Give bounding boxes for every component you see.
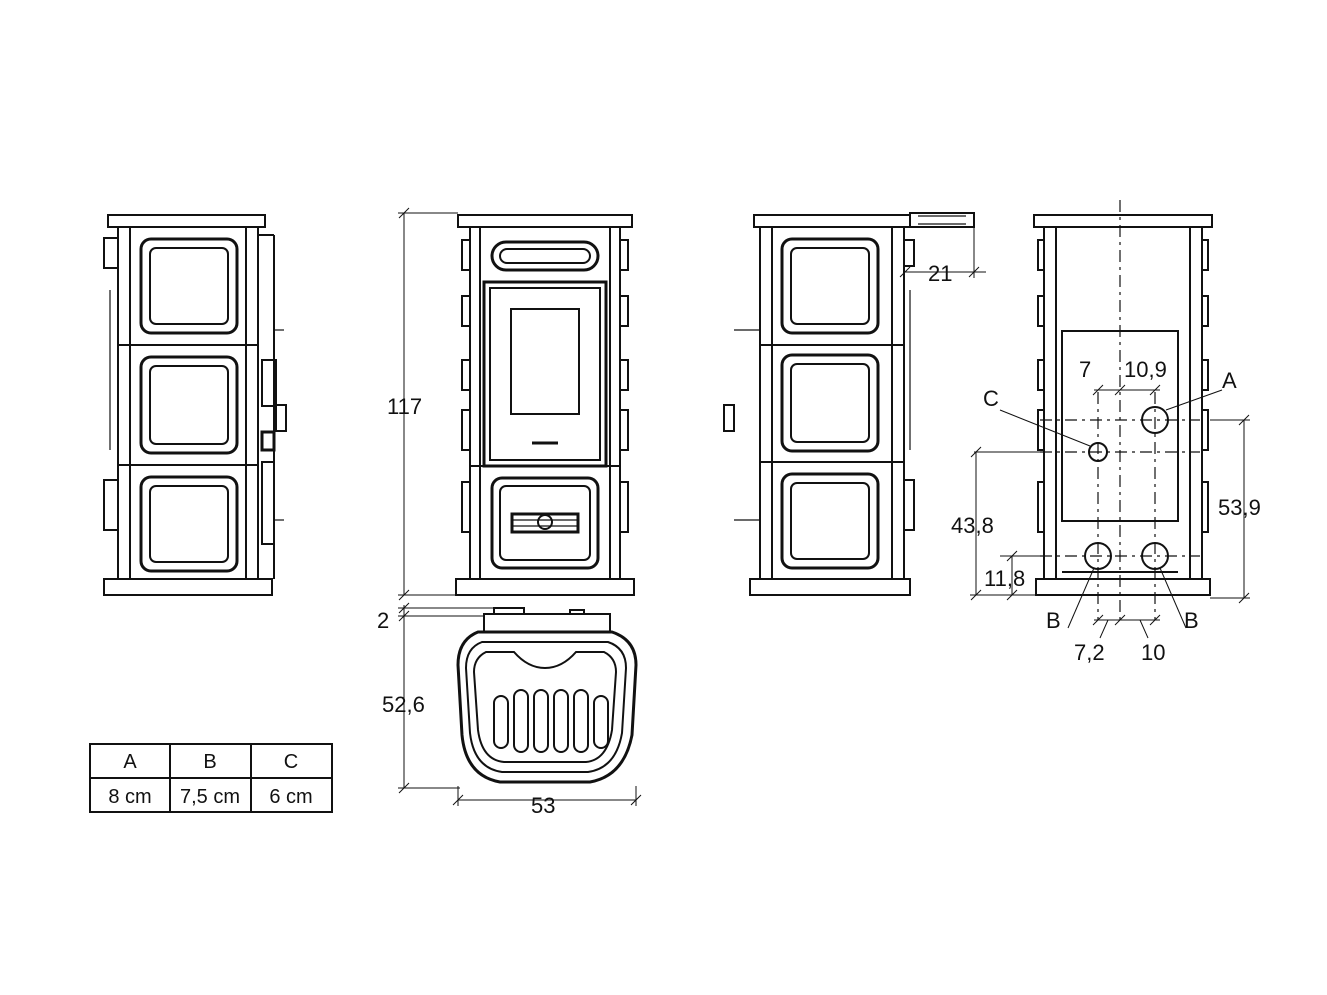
outlet-b-right-label: B: [1184, 608, 1199, 633]
outlet-c-hole: [1088, 442, 1108, 462]
dimension-b-spacing-right-label: 10: [1141, 640, 1165, 665]
outlet-a-label: A: [1222, 368, 1237, 393]
dimension-a-height-label: 53,9: [1218, 495, 1261, 520]
table-header-b: B: [203, 751, 216, 773]
rear-view: [1033, 200, 1213, 620]
dimension-c-height-label: 43,8: [951, 513, 994, 538]
dimension-height-label: 117: [387, 394, 422, 419]
table-header-c: C: [284, 751, 298, 773]
dimension-width-label: 53: [531, 793, 555, 818]
dimension-b-spacing-left-label: 7,2: [1074, 640, 1105, 665]
dimension-top-gap-label: 2: [377, 608, 389, 633]
dimension-outlet-c-offset-label: 7: [1079, 357, 1091, 382]
outlet-b-left-hole: [1084, 542, 1112, 570]
dimension-depth-label: 52,6: [382, 692, 425, 717]
table-value-a: 8 cm: [108, 786, 151, 808]
side-view-left: [103, 214, 287, 596]
table-value-b: 7,5 cm: [180, 786, 240, 808]
dimension-height: [398, 207, 458, 601]
outlet-a-hole: [1141, 406, 1169, 434]
dimension-back-offset-label: 21: [928, 261, 952, 286]
dimension-back-offset: [899, 227, 986, 278]
dimension-b-height-label: 11,8: [984, 566, 1025, 591]
front-view: [455, 214, 635, 596]
side-view-right: [723, 212, 975, 596]
outlet-b-left-label: B: [1046, 608, 1061, 633]
top-view: [456, 607, 638, 784]
dimension-outlet-a-width-label: 10,9: [1124, 357, 1167, 382]
top-view-dimension-lines: [398, 602, 642, 806]
rear-dimension-lines: [970, 384, 1250, 639]
diameter-table: [89, 743, 333, 813]
outlet-b-right-hole: [1141, 542, 1169, 570]
outlet-c-label: C: [983, 386, 999, 411]
table-header-a: A: [123, 751, 137, 773]
table-value-c: 6 cm: [269, 786, 312, 808]
